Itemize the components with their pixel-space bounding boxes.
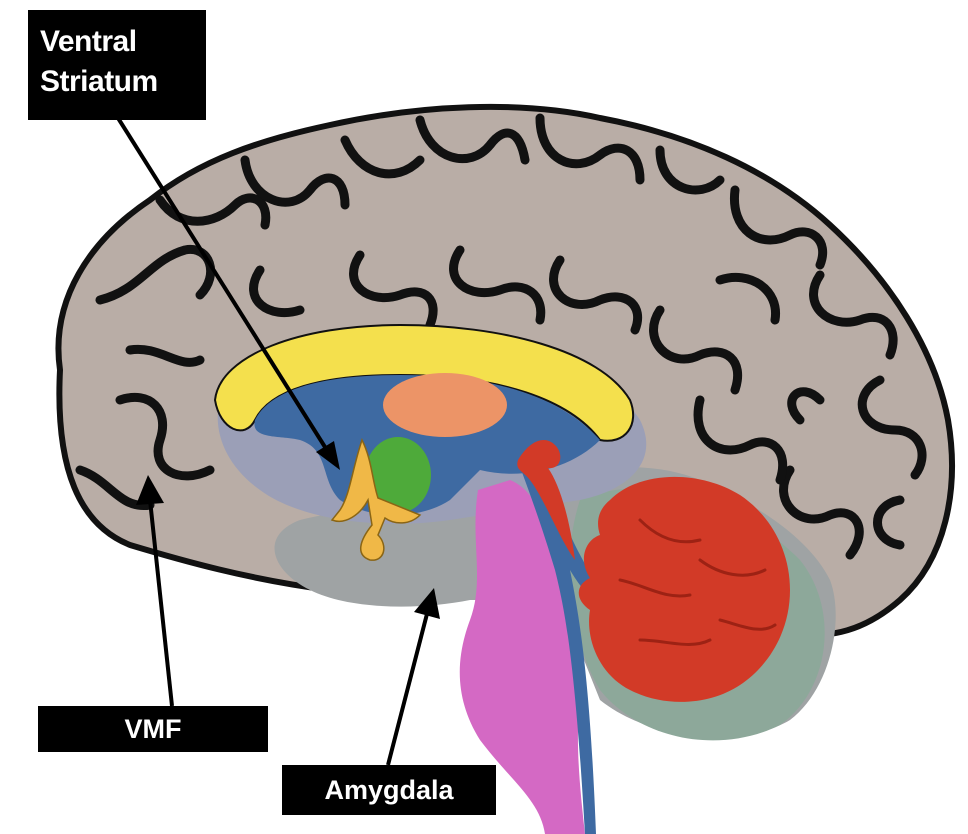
thalamus	[383, 373, 507, 437]
amygdala-arrow-line	[388, 610, 428, 765]
cerebellum	[579, 477, 790, 702]
ventral-striatum-label: Ventral Striatum	[28, 10, 206, 120]
amygdala-label: Amygdala	[282, 765, 496, 815]
vmf-label: VMF	[38, 706, 268, 752]
ventral-striatum-label-line1: Ventral	[40, 22, 206, 62]
ventral-striatum-label-line2: Striatum	[40, 62, 206, 102]
